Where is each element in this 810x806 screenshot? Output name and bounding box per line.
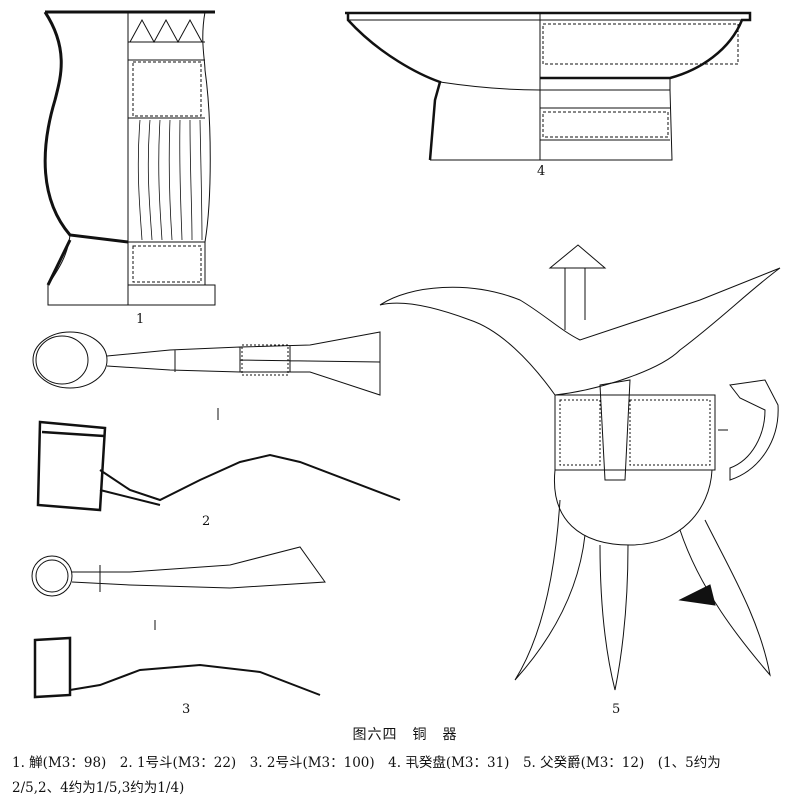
- drawing-jue: [379, 244, 781, 691]
- label-2: 2: [202, 514, 211, 529]
- label-5: 5: [612, 702, 621, 717]
- drawing-zhi-vessel: [43, 10, 216, 306]
- label-1: 1: [136, 312, 145, 327]
- drawing-basin: [345, 11, 752, 161]
- figure-caption-line-1: 1. 觯(M3：98) 2. 1号斗(M3：22) 3. 2号斗(M3：100)…: [12, 755, 721, 771]
- figure-title: 图六四 铜 器: [352, 727, 458, 743]
- label-3: 3: [182, 702, 191, 717]
- label-4: 4: [537, 164, 546, 179]
- drawing-ladle-1: [32, 331, 401, 512]
- figure-caption-line-2: 2/5,2、4约为1/5,3约为1/4): [12, 780, 185, 796]
- drawing-ladle-2: [31, 546, 326, 699]
- bronze-drawings: [31, 10, 781, 699]
